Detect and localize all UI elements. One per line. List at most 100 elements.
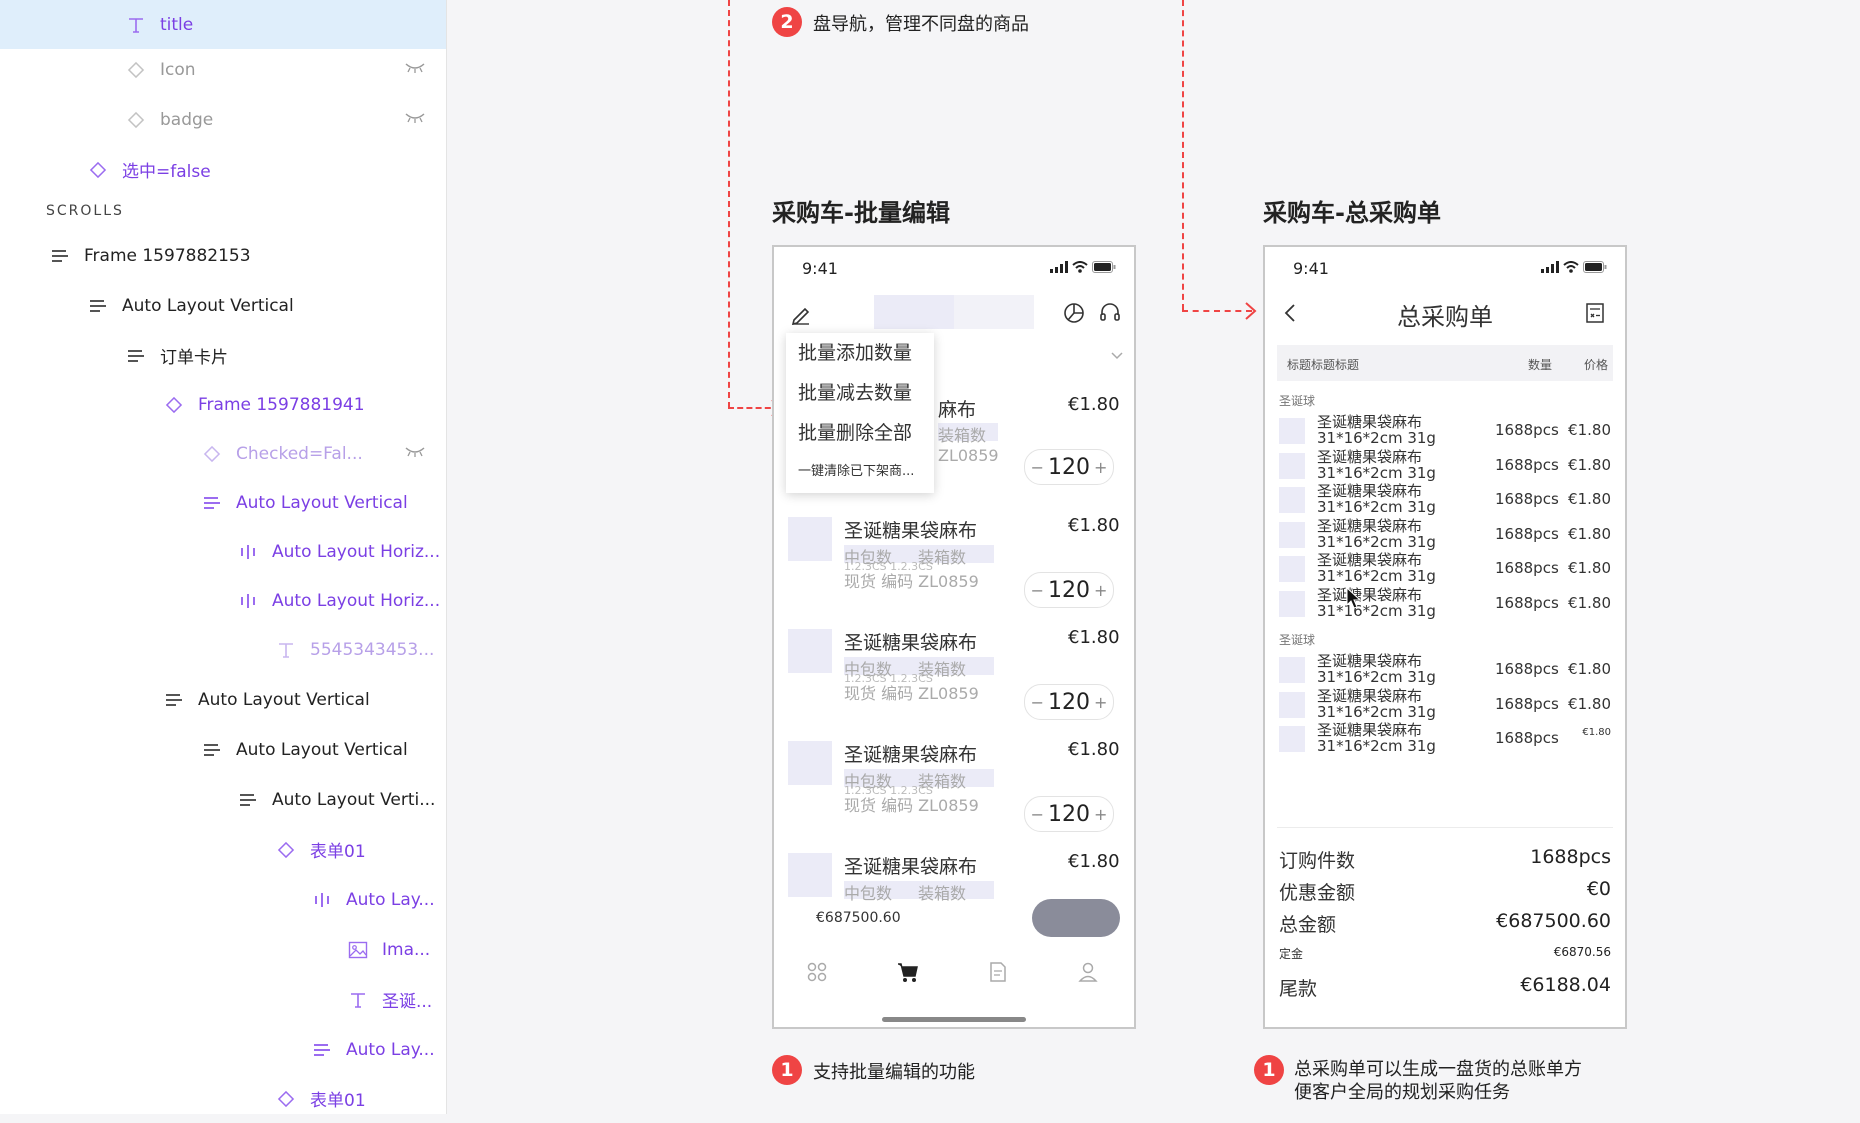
status-icons — [1050, 261, 1116, 273]
summary-divider — [1277, 827, 1613, 828]
layer-row[interactable]: Auto Layout Vertical — [0, 675, 446, 724]
grid-icon[interactable] — [806, 961, 828, 983]
checkout-button[interactable] — [1032, 899, 1120, 937]
product-name: 圣诞糖果袋麻布 — [1317, 585, 1423, 604]
layer-row[interactable]: 选中=false — [0, 145, 446, 194]
plus-button[interactable]: + — [1094, 457, 1108, 477]
item-price: €1.80 — [1068, 394, 1120, 415]
layer-row[interactable]: Auto Lay... — [0, 875, 446, 924]
layer-row[interactable]: 5545343453... — [0, 625, 446, 674]
code-label: 现货 编码 ZL0859 — [844, 684, 979, 703]
quantity-stepper[interactable]: −120+ — [1024, 796, 1114, 832]
wifi-icon — [1072, 261, 1088, 273]
minus-button[interactable]: − — [1030, 580, 1044, 600]
layer-row[interactable]: Auto Lay... — [0, 1025, 446, 1074]
layer-row[interactable]: Checked=Fal... — [0, 429, 446, 478]
pie-chart-icon[interactable] — [1062, 301, 1086, 325]
layer-label: 订单卡片 — [160, 348, 228, 368]
item-price: €1.80 — [1068, 851, 1120, 872]
minus-button[interactable]: − — [1030, 692, 1044, 712]
layer-row[interactable]: Auto Layout Horiz... — [0, 527, 446, 576]
row-price: €1.80 — [1568, 559, 1611, 577]
summary-total-value: €687500.60 — [1496, 910, 1611, 932]
nav-title: 总采购单 — [1397, 303, 1493, 331]
annotation-text: 盘导航，管理不同盘的商品 — [813, 14, 1029, 35]
quantity-value: 120 — [1048, 801, 1090, 827]
signal-icon — [1050, 261, 1068, 273]
layer-row[interactable]: Auto Layout Vertical — [0, 281, 446, 330]
layer-row[interactable]: Frame 1597882153 — [0, 231, 446, 280]
headset-icon[interactable] — [1098, 301, 1122, 325]
layer-label: Auto Layout Vertical — [236, 492, 408, 513]
minus-button[interactable]: − — [1030, 804, 1044, 824]
chevron-down-icon[interactable] — [1110, 351, 1124, 361]
layer-row[interactable]: 订单卡片 — [0, 331, 446, 380]
layer-label: Frame 1597881941 — [198, 394, 365, 415]
document-icon[interactable] — [988, 961, 1008, 983]
text-icon — [272, 639, 300, 661]
product-image-placeholder — [1279, 590, 1305, 617]
cart-icon[interactable] — [896, 961, 920, 983]
plus-button[interactable]: + — [1094, 804, 1108, 824]
user-icon[interactable] — [1078, 961, 1098, 983]
text-placeholder — [844, 657, 994, 675]
product-spec: 31*16*2cm 31g — [1317, 601, 1436, 620]
layer-label: Auto Layout Vertical — [198, 689, 370, 710]
quantity-stepper[interactable]: −120+ — [1024, 449, 1114, 485]
layer-row[interactable]: Frame 1597881941 — [0, 380, 446, 429]
pack-label: 中包数 — [844, 548, 893, 567]
frame-title-total-order: 采购车-总采购单 — [1263, 199, 1441, 227]
product-spec: 31*16*2cm 31g — [1317, 429, 1436, 447]
menu-item-batch-subtract[interactable]: 批量减去数量 — [798, 382, 913, 404]
layer-row[interactable]: Icon — [0, 45, 446, 94]
connector-line-right — [1182, 0, 1184, 310]
text-icon — [344, 989, 372, 1011]
menu-item-clear-offline[interactable]: 一键清除已下架商... — [798, 464, 915, 479]
home-indicator — [882, 1017, 1026, 1022]
status-time: 9:41 — [802, 259, 838, 278]
edit-pencil-icon[interactable] — [790, 303, 812, 325]
quantity-stepper[interactable]: −120+ — [1024, 572, 1114, 608]
hidden-eye-icon[interactable] — [404, 443, 426, 463]
stack-icon — [234, 789, 262, 811]
pack-label: 中包数 — [844, 660, 893, 679]
tab-placeholder — [954, 295, 1034, 329]
plus-button[interactable]: + — [1094, 580, 1108, 600]
layer-row[interactable]: 表单01 — [0, 1074, 446, 1123]
stack-icon — [308, 1039, 336, 1061]
quantity-stepper[interactable]: −120+ — [1024, 684, 1114, 720]
status-time: 9:41 — [1293, 259, 1329, 278]
layer-row[interactable]: Auto Layout Vertical — [0, 725, 446, 774]
layer-row[interactable]: Auto Layout Verti... — [0, 775, 446, 824]
layer-row[interactable]: title — [0, 0, 446, 49]
layer-label: Auto Layout Horiz... — [272, 590, 441, 611]
menu-item-batch-add[interactable]: 批量添加数量 — [798, 342, 913, 364]
row-qty: 1688pcs — [1495, 660, 1559, 678]
row-price: €1.80 — [1568, 660, 1611, 678]
layer-label: Frame 1597882153 — [84, 245, 251, 266]
layer-row[interactable]: Ima... — [0, 925, 446, 974]
layer-label: Auto Lay... — [346, 1039, 435, 1060]
layer-row[interactable]: 表单01 — [0, 825, 446, 874]
row-qty: 1688pcs — [1495, 490, 1559, 508]
back-chevron-icon[interactable] — [1283, 303, 1297, 323]
plus-button[interactable]: + — [1094, 692, 1108, 712]
layer-label: 表单01 — [310, 842, 366, 862]
product-image-placeholder — [1279, 556, 1305, 582]
item-price: €1.80 — [1068, 739, 1120, 760]
menu-item-batch-delete[interactable]: 批量删除全部 — [798, 422, 913, 444]
minus-button[interactable]: − — [1030, 457, 1044, 477]
layer-row[interactable]: 圣诞... — [0, 975, 446, 1024]
calculator-icon[interactable] — [1585, 302, 1605, 324]
product-image-placeholder — [788, 517, 832, 561]
hidden-eye-icon[interactable] — [404, 109, 426, 129]
layer-row[interactable]: badge — [0, 95, 446, 144]
layer-label: 选中=false — [122, 162, 211, 182]
layer-row[interactable]: Auto Layout Vertical — [0, 478, 446, 527]
row-price: €1.80 — [1568, 593, 1611, 612]
hidden-eye-icon[interactable] — [404, 59, 426, 79]
image-icon — [344, 939, 372, 961]
layer-row[interactable]: Auto Layout Horiz... — [0, 576, 446, 625]
product-name: 圣诞糖果袋麻布 — [844, 856, 978, 878]
product-spec: 31*16*2cm 31g — [1317, 498, 1436, 516]
